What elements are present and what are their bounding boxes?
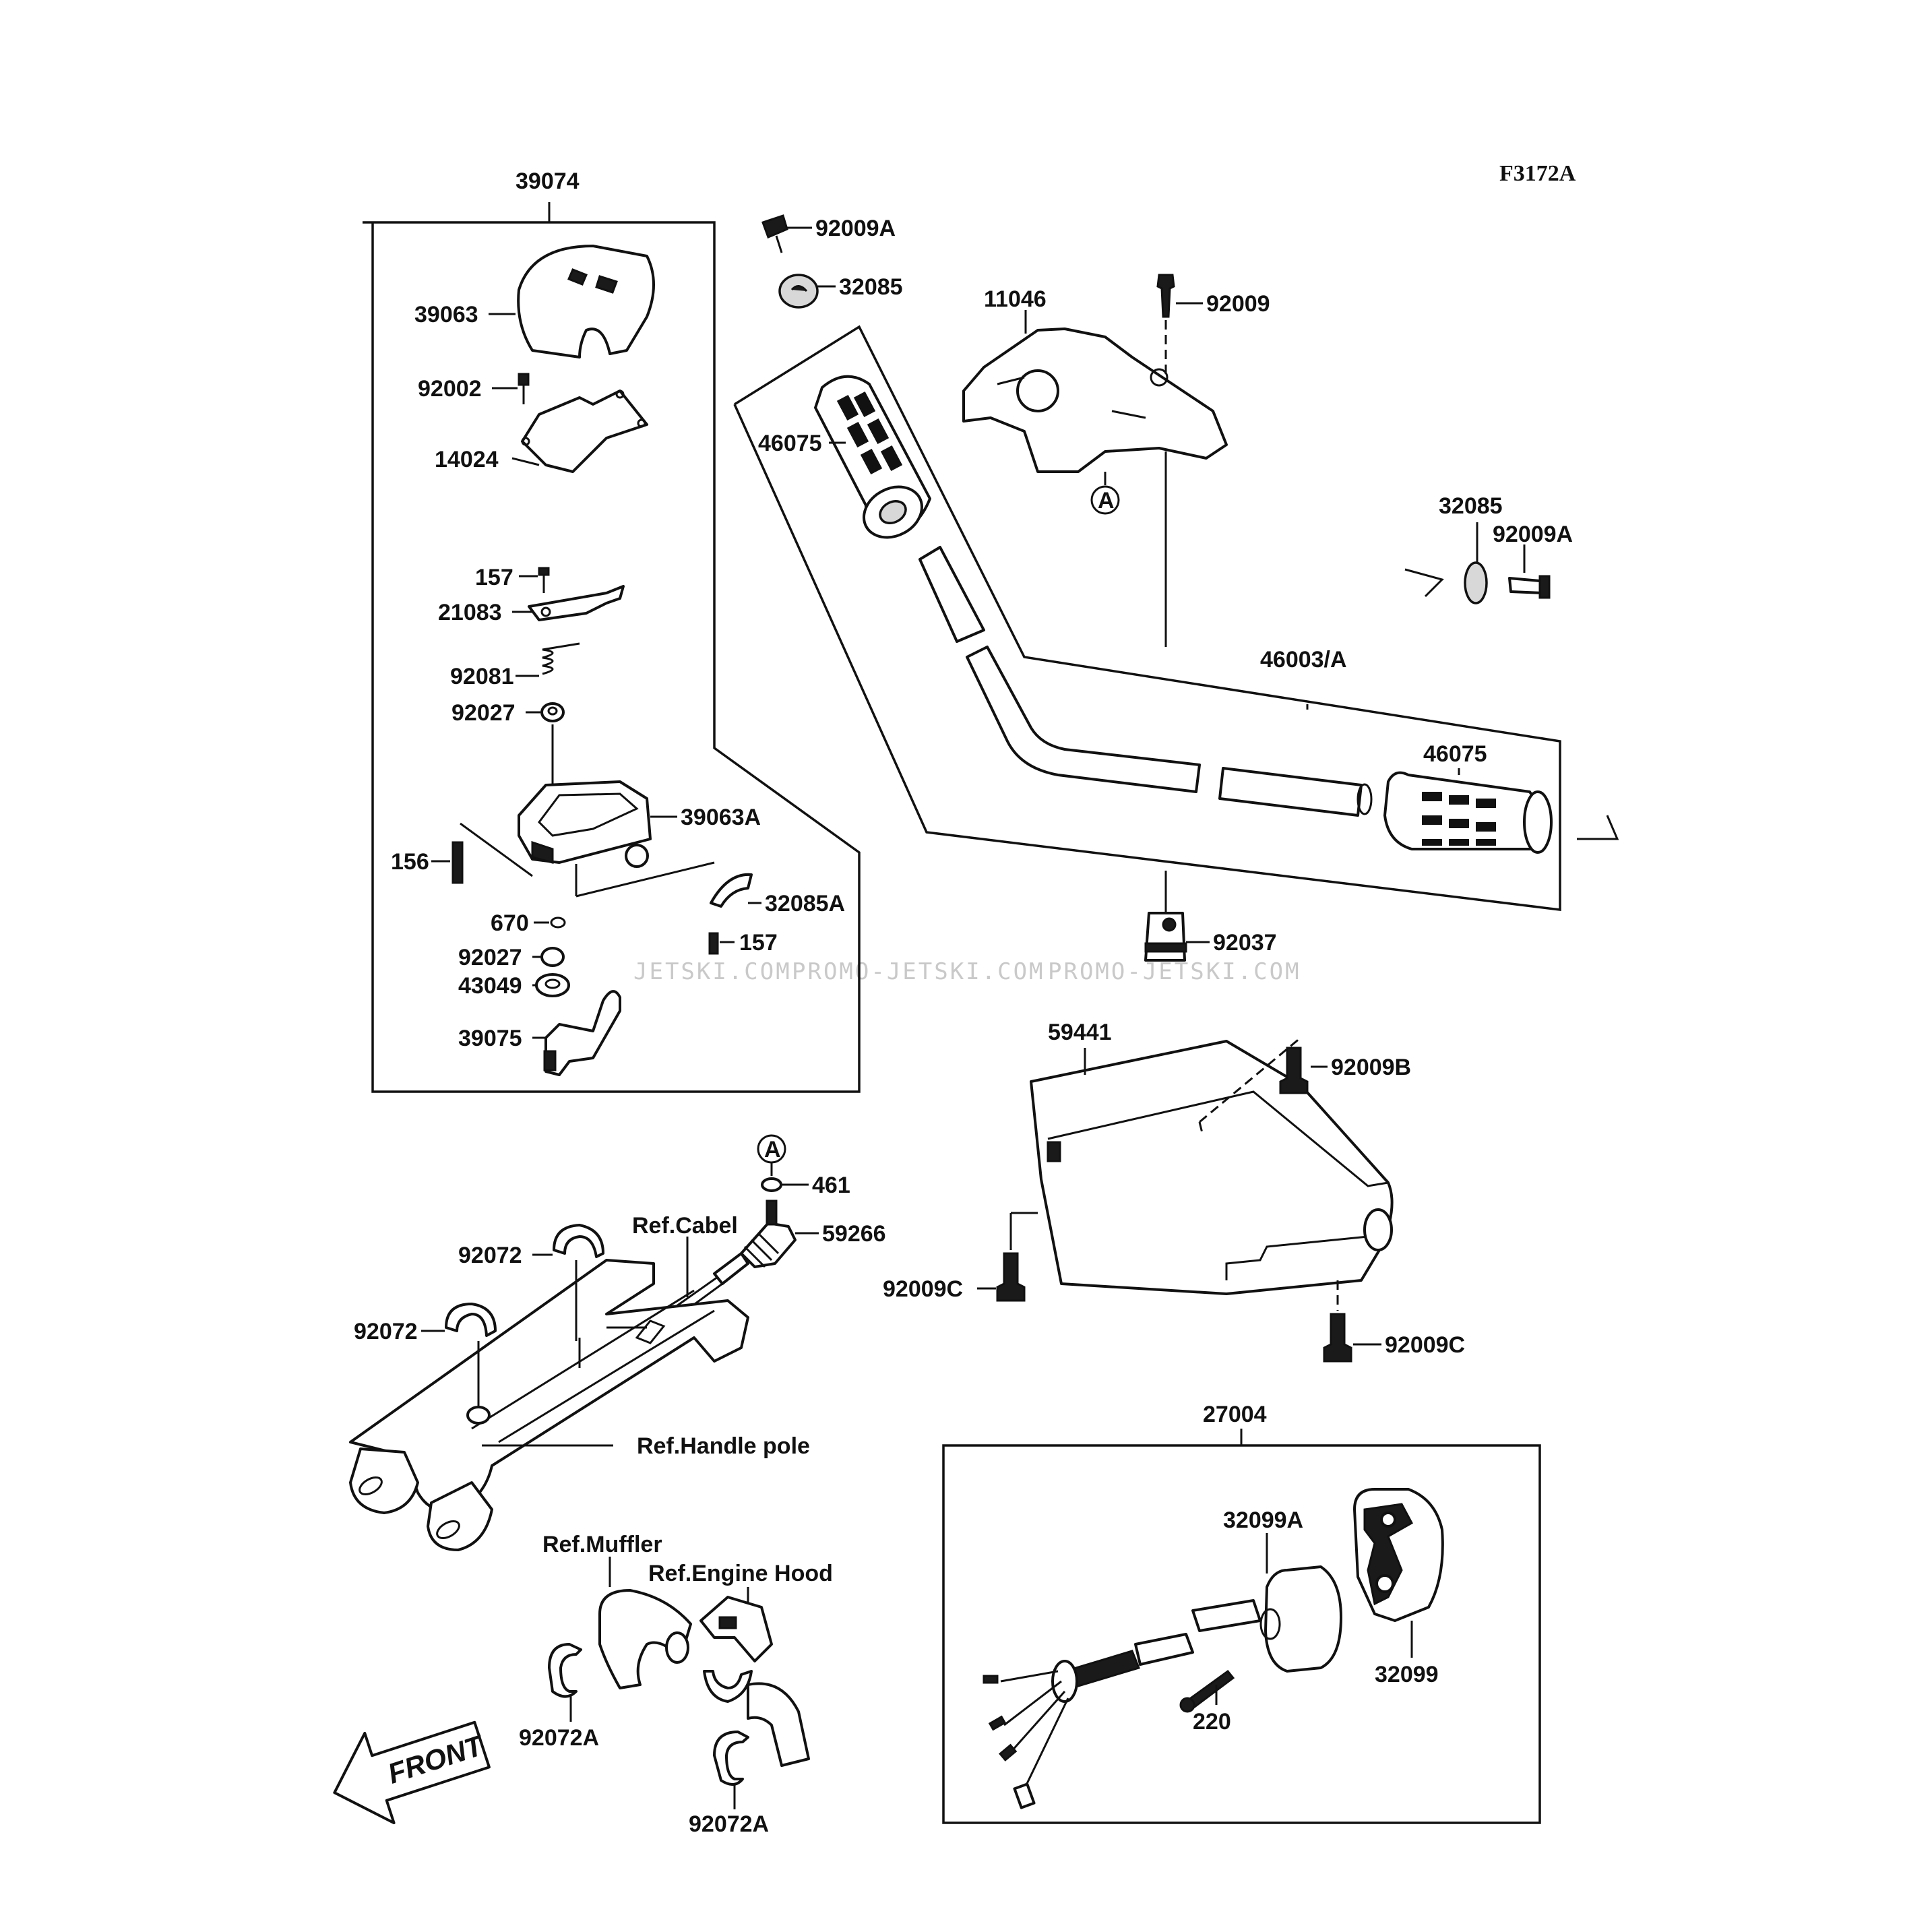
assembly-frame-46003A <box>733 325 1561 911</box>
part-92009-bolt <box>1156 274 1175 318</box>
part-32099A-cover <box>1264 1565 1342 1673</box>
label-14024: 14024 <box>435 447 499 472</box>
label-92009: 92009 <box>1206 291 1270 317</box>
label-27004: 27004 <box>1203 1402 1267 1427</box>
label-92072-lower: 92072 <box>354 1319 418 1344</box>
throttle-case-assembly: 39074 39063 92002 14024 157 21083 92081 … <box>363 168 861 1093</box>
ref-handle-pole: Ref.Handle pole <box>637 1433 810 1459</box>
part-92009C-bolt-left <box>996 1252 1026 1302</box>
label-39063A: 39063A <box>681 805 761 830</box>
ref-cable: Ref.Cabel <box>632 1213 738 1239</box>
diagram-code: F3172A <box>1499 161 1576 186</box>
ref-engine-hood: Ref.Engine Hood <box>648 1561 833 1586</box>
part-92009C-bolt-bottom <box>1323 1313 1352 1363</box>
label-92009C-left: 92009C <box>883 1276 963 1302</box>
label-21083: 21083 <box>438 600 502 625</box>
label-32099A: 32099A <box>1223 1507 1303 1533</box>
part-461-washer <box>761 1177 782 1192</box>
label-92037: 92037 <box>1213 930 1277 956</box>
label-32085-top: 32085 <box>839 274 903 300</box>
part-21083-plate <box>528 585 625 621</box>
part-92072A-clamp-right <box>713 1731 749 1786</box>
label-92072-upper: 92072 <box>458 1243 522 1268</box>
part-43049-seal <box>535 973 570 997</box>
label-59266: 59266 <box>822 1221 886 1247</box>
muffler-pipe <box>598 1589 692 1689</box>
part-92009B-bolt <box>1279 1047 1309 1094</box>
muffler-area: Ref.Muffler 92072A Ref.Engine Hood 92072… <box>519 1532 833 1837</box>
part-92027-collar-bottom <box>540 947 565 967</box>
switch-assembly: 27004 32099 32099A 220 <box>942 1402 1541 1824</box>
label-11046: 11046 <box>984 286 1047 312</box>
ref-muffler: Ref.Muffler <box>542 1532 662 1557</box>
label-461: 461 <box>812 1173 850 1198</box>
label-32085-right: 32085 <box>1439 493 1503 519</box>
handlebar-assembly: 92009A 32085 46003/A 46075 <box>733 214 1619 962</box>
part-39063A-case <box>518 780 652 864</box>
label-92002: 92002 <box>418 376 482 402</box>
label-A-mid: A <box>764 1137 781 1162</box>
part-32085-plug-right <box>1464 561 1488 604</box>
part-32085-plug-top <box>778 274 819 309</box>
handle-cover-assembly: 59441 92009B 92009C 92009C <box>883 1020 1465 1363</box>
label-92009A-right: 92009A <box>1493 522 1573 547</box>
label-156: 156 <box>391 849 429 875</box>
label-92081: 92081 <box>450 664 514 689</box>
switch-wire-harness <box>1191 1599 1261 1632</box>
label-32099: 32099 <box>1375 1662 1439 1687</box>
label-92072A-right: 92072A <box>689 1811 769 1837</box>
label-39074: 39074 <box>516 168 580 194</box>
label-92027-bottom: 92027 <box>458 945 522 970</box>
assembly-frame-27004 <box>942 1444 1541 1824</box>
handle-pole-area: A 461 59266 Ref.Cabel Ref.Handle pole 92… <box>349 1134 886 1551</box>
label-39075: 39075 <box>458 1026 522 1051</box>
label-92009C-bottom: 92009C <box>1385 1332 1465 1358</box>
watermark-group: JETSKI.COM PROMO-JETSKI.COM PROMO-JETSKI… <box>633 958 1301 985</box>
label-92027-top: 92027 <box>451 700 516 726</box>
part-670-oring <box>550 916 566 929</box>
part-39063-cover <box>517 245 655 359</box>
label-92072A-left: 92072A <box>519 1725 599 1751</box>
label-46075-left: 46075 <box>758 431 822 456</box>
part-46075-grip-right <box>1383 771 1542 850</box>
part-92072A-clamp-left <box>548 1643 582 1698</box>
label-A-top: A <box>1098 488 1115 513</box>
label-92009A-top: 92009A <box>815 216 896 241</box>
part-92009A-screw-right <box>1508 577 1545 594</box>
part-59266-cable-end <box>740 1222 797 1268</box>
label-32085A: 32085A <box>765 891 845 916</box>
part-92027-collar-top <box>540 702 565 722</box>
label-46003A: 46003/A <box>1260 647 1347 673</box>
label-220: 220 <box>1193 1709 1231 1735</box>
label-92009B: 92009B <box>1331 1055 1411 1080</box>
part-156-bolt <box>451 841 464 884</box>
part-46003A-handlebar <box>918 546 985 643</box>
part-92072-clamp-upper <box>553 1224 604 1258</box>
label-157-bottom: 157 <box>739 930 778 956</box>
part-39075-lever <box>544 990 621 1076</box>
part-92081-spring <box>542 642 580 675</box>
part-32085A-clip <box>710 873 753 908</box>
watermark-3: PROMO-JETSKI.COM <box>1048 958 1301 985</box>
part-14024-gasket <box>521 389 648 473</box>
label-670: 670 <box>491 910 529 936</box>
label-157-top: 157 <box>475 565 513 590</box>
front-arrow: FRONT <box>333 1720 491 1825</box>
part-59441-cover <box>1030 1040 1394 1295</box>
callout-A-top <box>1090 485 1120 515</box>
watermark-1: JETSKI.COM <box>633 958 792 985</box>
label-46075-right: 46075 <box>1423 741 1487 767</box>
label-39063: 39063 <box>414 302 478 328</box>
label-59441: 59441 <box>1048 1020 1112 1045</box>
part-157-screw <box>708 932 719 955</box>
part-92072-clamp-lower <box>445 1303 497 1337</box>
part-92009A-screw-top <box>761 214 788 239</box>
part-11046-bracket <box>962 328 1228 473</box>
watermark-2: PROMO-JETSKI.COM <box>792 958 1045 985</box>
assembly-frame-39074 <box>363 221 861 1093</box>
label-43049: 43049 <box>458 973 522 999</box>
